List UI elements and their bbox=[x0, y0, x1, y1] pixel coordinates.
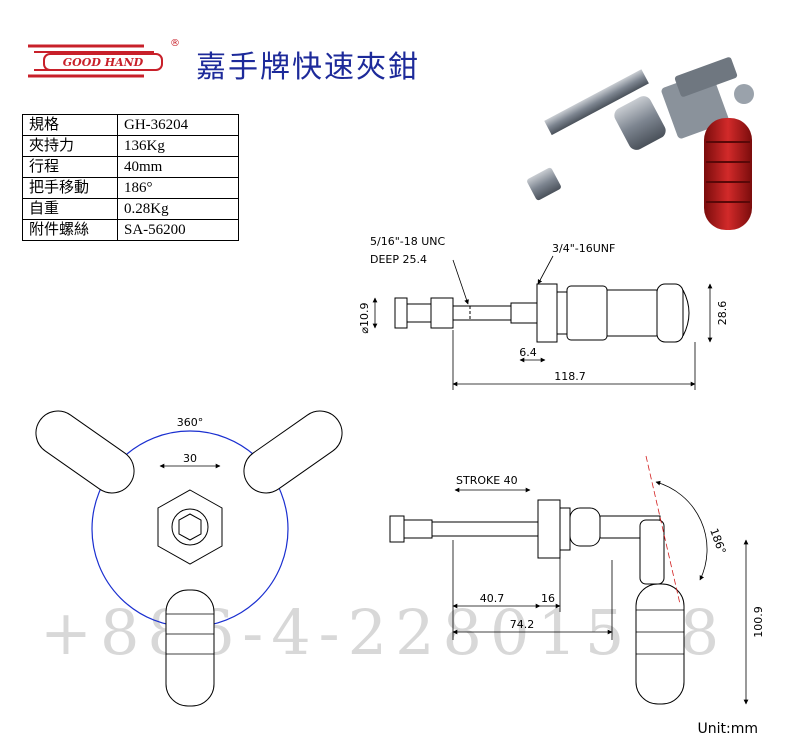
spec-label: 夾持力 bbox=[22, 135, 118, 157]
dim-small: 6.4 bbox=[519, 346, 537, 359]
spec-value: SA-56200 bbox=[117, 219, 239, 241]
callout-depth: DEEP 25.4 bbox=[370, 253, 427, 266]
spec-value: 0.28Kg bbox=[117, 198, 239, 220]
spec-label: 把手移動 bbox=[22, 177, 118, 199]
spec-label: 行程 bbox=[22, 156, 118, 178]
good-hand-logo: GOOD HAND ® bbox=[28, 38, 180, 78]
dim-40-7: 40.7 bbox=[480, 592, 505, 605]
spec-value: GH-36204 bbox=[117, 114, 239, 136]
dim-74-2: 74.2 bbox=[510, 618, 535, 631]
dim-stroke: STROKE 40 bbox=[456, 474, 518, 487]
top-view-dimensions bbox=[372, 255, 713, 390]
side-view-dimensions bbox=[452, 455, 749, 705]
dim-height-top: 28.6 bbox=[716, 301, 729, 326]
dim-16: 16 bbox=[541, 592, 555, 605]
dim-height-side: 100.9 bbox=[752, 606, 765, 638]
dim-angle: 186° bbox=[707, 527, 728, 556]
front-view bbox=[35, 410, 343, 707]
callout-nut: 3/4"-16UNF bbox=[552, 242, 615, 255]
spec-value: 186° bbox=[117, 177, 239, 199]
red-handle-3d bbox=[704, 118, 752, 230]
page-title: 嘉手牌快速夾鉗 bbox=[196, 50, 420, 85]
dim-total-length: 118.7 bbox=[554, 370, 586, 383]
side-view bbox=[389, 499, 685, 705]
logo-text: GOOD HAND bbox=[63, 56, 144, 69]
dim-diameter: ⌀10.9 bbox=[358, 302, 371, 333]
spec-label: 附件螺絲 bbox=[22, 219, 118, 241]
callout-thread: 5/16"-18 UNC bbox=[370, 235, 446, 248]
dim-rotation: 360° bbox=[177, 416, 204, 429]
spec-label: 自重 bbox=[22, 198, 118, 220]
spec-value: 136Kg bbox=[117, 135, 239, 157]
clamp-3d-render bbox=[527, 57, 754, 230]
registered-mark: ® bbox=[170, 38, 180, 49]
unit-label: Unit:mm bbox=[697, 721, 759, 737]
dim-width: 30 bbox=[183, 452, 197, 465]
top-view bbox=[394, 283, 690, 343]
